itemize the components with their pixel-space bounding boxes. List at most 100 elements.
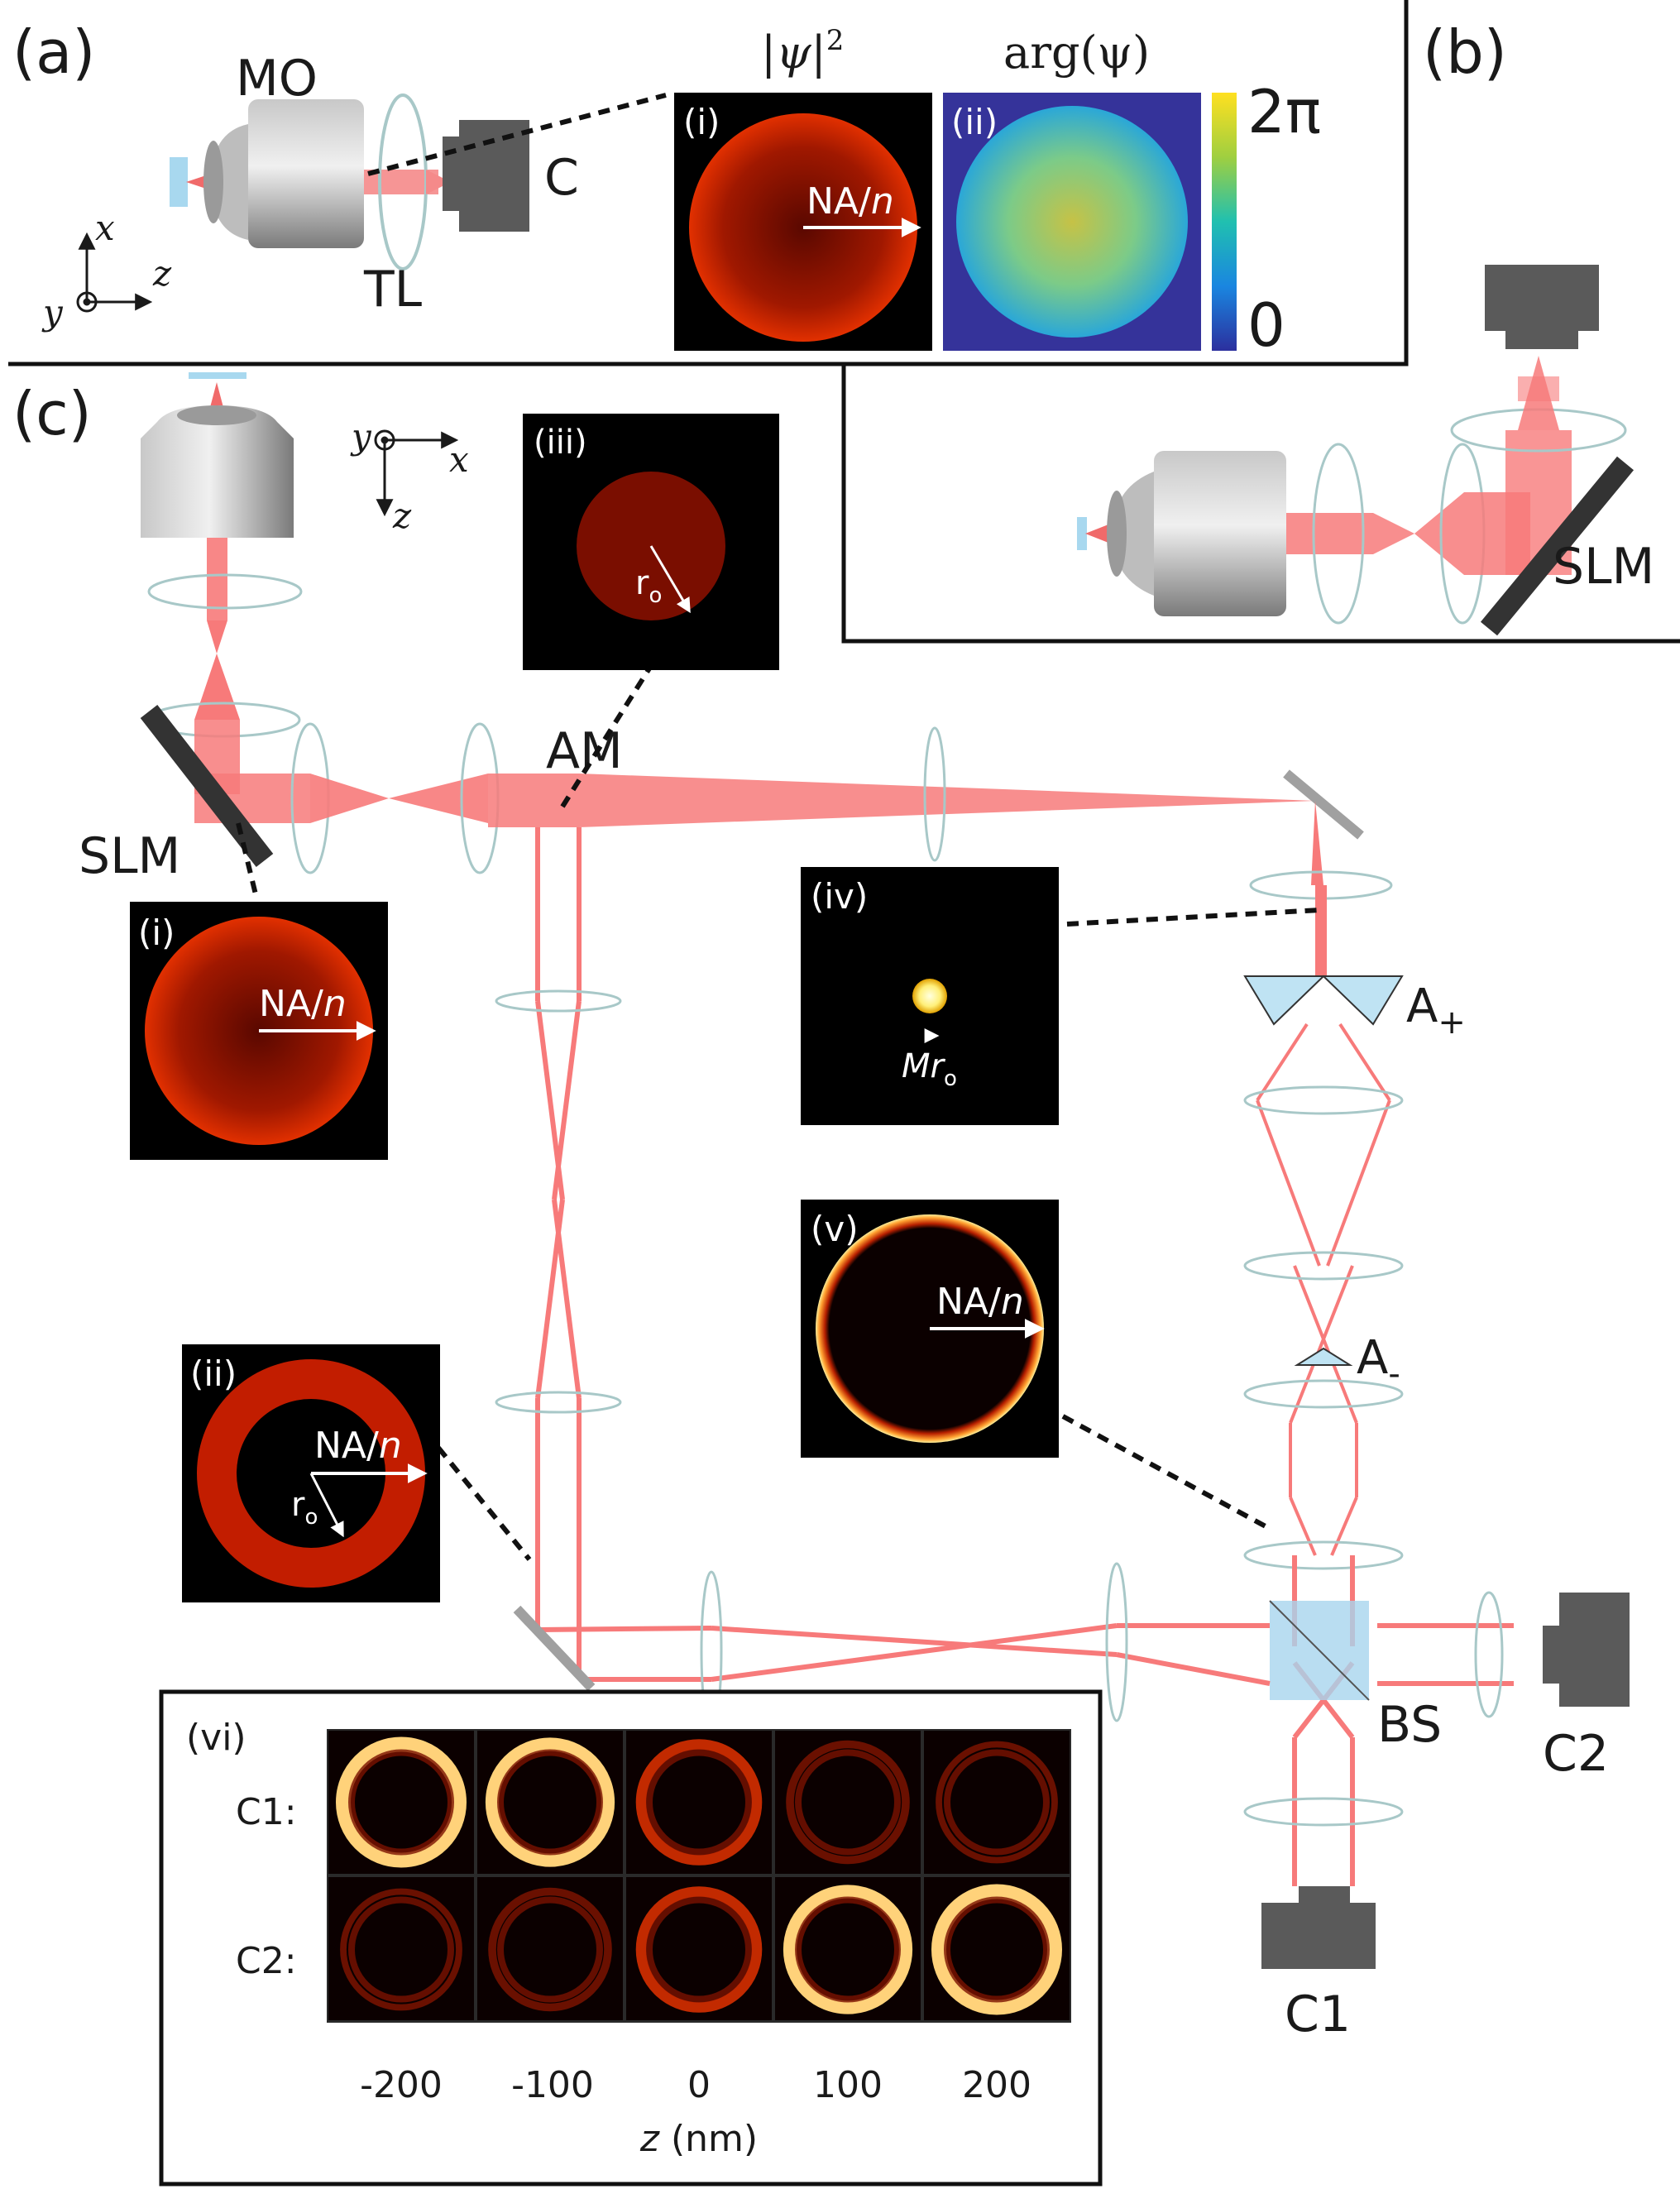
panel-c: y x z SLM AM A+	[79, 372, 1630, 2043]
mr-label: Mro	[902, 1047, 957, 1091]
inset-c-i-label: (i)	[138, 912, 175, 953]
inset-c-ii-label: (ii)	[190, 1353, 237, 1394]
z-tick-0: -200	[360, 2064, 443, 2106]
r-arrow-ii	[309, 1473, 344, 1538]
slm-b-label: SLM	[1553, 538, 1654, 596]
ring	[936, 1741, 1058, 1864]
inset-c-iv-label: (iv)	[811, 876, 868, 917]
r-label-ii: ro	[291, 1486, 318, 1530]
lens-c-left-2	[495, 1391, 622, 1414]
sample-slide	[170, 157, 188, 207]
na-label-c-i: NA/n	[259, 983, 347, 1025]
na-label-c-v: NA/n	[936, 1281, 1024, 1323]
lens-b-1	[1312, 443, 1365, 625]
lens-c-right-3	[1243, 1251, 1404, 1281]
lens-c-right-2	[1243, 1085, 1404, 1115]
pupil-phase-disk	[956, 106, 1188, 338]
inset-c-iii-label: (iii)	[534, 424, 587, 462]
colorbar-max: 2π	[1247, 77, 1321, 146]
lens-c-left-1	[495, 989, 622, 1013]
inset-c-vi-label: (vi)	[186, 1717, 246, 1759]
lens-c-obj-1	[147, 573, 303, 610]
panel-a-label: (a)	[12, 17, 95, 87]
sample-slide-c	[189, 372, 246, 379]
ring-inner	[646, 1896, 752, 2003]
na-label-c-ii: NA/n	[314, 1425, 402, 1467]
lens-c-5	[1105, 1562, 1128, 1722]
mirror-c-2	[513, 1605, 596, 1692]
slm-b-icon	[1480, 456, 1635, 636]
camera-c2-label: C2	[1543, 1725, 1609, 1783]
beam-c-left-path	[535, 827, 1271, 1686]
ring	[488, 1887, 612, 2012]
beam-c-cone-lines	[1256, 1023, 1391, 1556]
panel-c-label: (c)	[12, 379, 92, 448]
intensity-title: |ψ|2	[761, 24, 844, 79]
z-tick-3: 100	[813, 2064, 883, 2106]
ring-inner	[497, 1896, 603, 2003]
mirror-c-1	[1283, 769, 1364, 840]
camera-c1-icon	[1261, 1886, 1376, 1969]
ring-inner	[497, 1749, 603, 1856]
tube-lens-label: TL	[363, 261, 423, 319]
phase-colorbar	[1212, 93, 1237, 351]
ring	[635, 1739, 763, 1866]
camera-label: C	[544, 149, 579, 207]
objective-b-icon	[1107, 451, 1286, 616]
r-arrow-iii	[649, 545, 691, 614]
inset-a-ii-label: (ii)	[951, 102, 998, 142]
lens-c-c2	[1474, 1591, 1504, 1718]
z-tick-2: 0	[687, 2064, 711, 2106]
sample-slide-b	[1077, 517, 1087, 550]
axis-a-y: y	[41, 292, 64, 333]
z-axis-label: z (nm)	[639, 2118, 758, 2160]
colorbar-min: 0	[1247, 290, 1285, 360]
slm-c-icon	[140, 705, 274, 867]
axis-c-y: y	[350, 416, 372, 457]
axicon-minus-icon	[1294, 1347, 1353, 1366]
axicon-plus-icon	[1243, 975, 1404, 1026]
panel-b: SLM	[1077, 265, 1654, 636]
inset-a-i-label: (i)	[683, 102, 720, 142]
ring-inner	[944, 1749, 1050, 1856]
beam-c-focus-obj	[207, 620, 227, 654]
ring	[635, 1886, 763, 2013]
objective-c-icon	[141, 405, 294, 538]
r-label-iii: ro	[635, 564, 662, 608]
objective-icon	[203, 99, 364, 248]
axis-a-x: x	[95, 208, 115, 248]
objective-label: MO	[236, 50, 318, 108]
beam-splitter-label: BS	[1377, 1696, 1442, 1754]
beam-c-right-2	[1315, 885, 1327, 976]
camera-c2-icon	[1543, 1593, 1630, 1707]
panel-b-label: (b)	[1423, 17, 1507, 87]
axicon-minus-label: A-	[1357, 1331, 1400, 1393]
ring	[336, 1736, 467, 1868]
slm-c-label: SLM	[79, 827, 180, 885]
lens-c-right-5	[1243, 1540, 1404, 1570]
ring-inner	[944, 1896, 1050, 2003]
inset-leaders	[236, 660, 1320, 1561]
ring-inner	[348, 1896, 454, 2003]
row-label-c2: C2:	[236, 1940, 297, 1982]
axis-c-z: z	[392, 496, 412, 536]
z-tick-4: 200	[962, 2064, 1031, 2106]
beam-b-focus-2	[1414, 492, 1464, 575]
ring	[340, 1888, 462, 2011]
beam-c-expand	[194, 654, 240, 720]
panel-a: MO TL C x y z |ψ|2 (i) NA/n arg(ψ) (ii) …	[41, 24, 1321, 360]
panel-vi: (vi) C1: C2: -200 -100 0 100 200 z (nm)	[159, 1689, 1103, 2187]
beam-c-right-1	[1311, 801, 1323, 885]
ring	[485, 1737, 615, 1867]
beam-b-1	[1286, 513, 1373, 554]
axis-c-x: x	[449, 439, 469, 480]
camera-c1-label: C1	[1285, 1985, 1351, 2043]
ring-inner	[348, 1749, 454, 1856]
camera-c-icon	[443, 120, 529, 232]
ring-inner	[795, 1749, 901, 1856]
phase-title: arg(ψ)	[1003, 26, 1150, 79]
row-label-c1: C1:	[236, 1791, 297, 1833]
ring-inner	[646, 1749, 752, 1856]
beam-splitter-diagonal	[1269, 1600, 1370, 1701]
